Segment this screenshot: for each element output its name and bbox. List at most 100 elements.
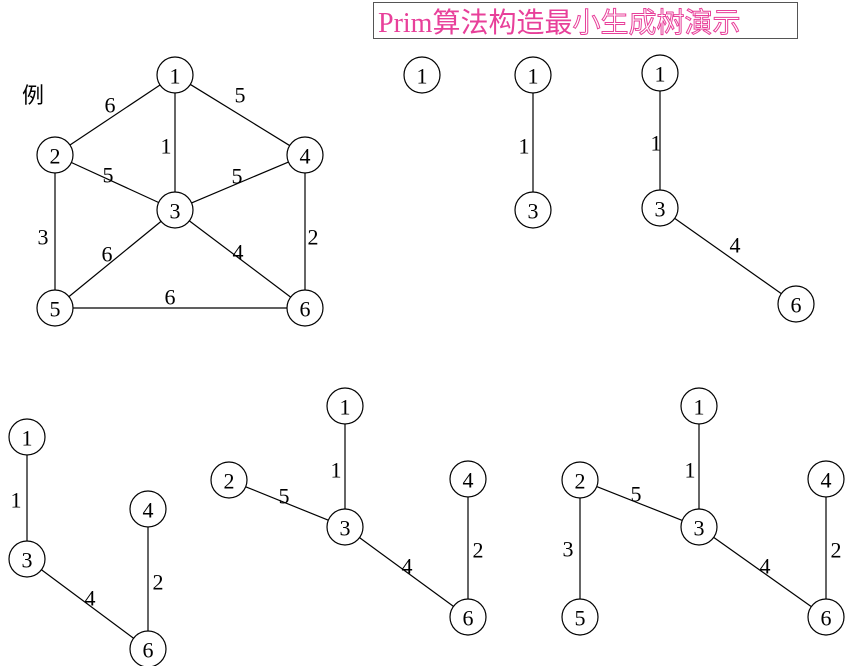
edge-weight-label: 2 — [153, 570, 164, 595]
edge-1-2 — [69, 84, 161, 146]
graph-step5: 1 5 4 2 1 2 3 4 6 — [210, 387, 487, 636]
edge-weight-label: 1 — [331, 458, 342, 483]
vertex-node-4 — [449, 460, 487, 498]
edge-3-4 — [191, 161, 289, 204]
edge-weight-label: 2 — [308, 225, 319, 250]
vertex-label: 3 — [528, 199, 539, 224]
vertex-label: 6 — [143, 638, 154, 663]
vertex-label: 6 — [300, 297, 311, 322]
vertex-label: 1 — [22, 426, 33, 451]
vertex-node-1 — [8, 418, 46, 456]
vertex-label: 6 — [821, 606, 832, 631]
vertex-node-5 — [36, 289, 74, 327]
vertex-node-2 — [210, 461, 248, 499]
graph-step6: 1 5 4 2 3 1 2 3 4 5 6 — [561, 387, 845, 636]
edge-3-6 — [674, 217, 782, 295]
vertex-node-6 — [286, 289, 324, 327]
vertex-label: 1 — [655, 62, 666, 87]
example-label: 例 — [22, 83, 45, 108]
edge-weight-label: 5 — [631, 482, 642, 507]
vertex-label: 6 — [463, 606, 474, 631]
vertex-node-1 — [680, 387, 718, 425]
vertex-node-1 — [514, 56, 552, 94]
vertex-node-6 — [129, 630, 167, 666]
edge-weight-label: 4 — [402, 554, 413, 579]
vertex-node-3 — [156, 191, 194, 229]
vertex-node-4 — [286, 136, 324, 174]
edge-weight-label: 5 — [279, 484, 290, 509]
vertex-node-6 — [777, 285, 815, 323]
edge-weight-label: 4 — [760, 554, 771, 579]
vertex-label: 1 — [170, 64, 181, 89]
vertex-label: 4 — [463, 468, 474, 493]
edge-weight-label: 4 — [85, 586, 96, 611]
edge-3-6 — [713, 536, 812, 608]
edge-weight-label: 1 — [11, 488, 22, 513]
edge-weight-label: 3 — [563, 537, 574, 562]
edge-2-3 — [245, 486, 329, 521]
graph-step1: 1 — [403, 56, 441, 94]
vertex-node-1 — [326, 387, 364, 425]
vertex-label: 3 — [340, 516, 351, 541]
edge-weight-label: 6 — [102, 242, 113, 267]
vertex-node-1 — [641, 54, 679, 92]
vertex-label: 3 — [170, 199, 181, 224]
graph-step2: 1 1 3 — [514, 56, 552, 229]
vertex-label: 6 — [791, 293, 802, 318]
vertex-node-2 — [36, 136, 74, 174]
edge-weight-label: 4 — [730, 233, 741, 258]
vertex-label: 3 — [694, 516, 705, 541]
vertex-node-1 — [403, 56, 441, 94]
edge-3-5 — [68, 220, 162, 298]
title-text-faded: 小生成树演示 — [572, 7, 741, 39]
edge-weight-label: 6 — [105, 93, 116, 118]
vertex-label: 4 — [821, 468, 832, 493]
graph-step3: 1 4 1 3 6 — [641, 54, 815, 323]
edge-weight-label: 5 — [235, 83, 246, 108]
edge-weight-label: 6 — [165, 285, 176, 310]
vertex-node-3 — [8, 540, 46, 578]
vertex-label: 1 — [340, 395, 351, 420]
vertex-node-4 — [807, 460, 845, 498]
vertex-node-3 — [680, 508, 718, 546]
edge-weight-label: 5 — [232, 164, 243, 189]
edge-weight-label: 1 — [519, 134, 530, 159]
edge-1-4 — [190, 83, 290, 147]
vertex-label: 4 — [300, 144, 311, 169]
edge-3-6 — [359, 537, 454, 607]
title-text: Prim算法构造最 — [378, 7, 573, 39]
edge-weight-label: 1 — [685, 458, 696, 483]
vertex-label: 3 — [655, 197, 666, 222]
vertex-label: 5 — [575, 606, 586, 631]
vertex-label: 2 — [50, 144, 61, 169]
vertex-node-1 — [156, 56, 194, 94]
vertex-label: 3 — [22, 548, 33, 573]
edge-weight-label: 4 — [233, 240, 244, 265]
vertex-node-3 — [641, 189, 679, 227]
vertex-label: 1 — [417, 64, 428, 89]
edge-weight-label: 1 — [161, 134, 172, 159]
vertex-label: 4 — [143, 498, 154, 523]
vertex-label: 2 — [575, 469, 586, 494]
vertex-node-5 — [561, 598, 599, 636]
graph-step4: 1 4 2 1 3 4 6 — [8, 418, 167, 666]
vertex-node-6 — [449, 598, 487, 636]
title-box: Prim算法构造最小生成树演示 — [373, 2, 798, 39]
edge-weight-label: 2 — [473, 538, 484, 563]
vertex-node-6 — [807, 598, 845, 636]
vertex-node-2 — [561, 461, 599, 499]
vertex-node-4 — [129, 490, 167, 528]
vertex-label: 1 — [528, 64, 539, 89]
edge-2-3 — [71, 161, 159, 204]
vertex-label: 2 — [224, 469, 235, 494]
edge-weight-label: 2 — [831, 538, 842, 563]
edge-weight-label: 3 — [38, 225, 49, 250]
edge-weight-label: 5 — [103, 163, 114, 188]
edge-3-6 — [41, 569, 134, 639]
edge-2-3 — [596, 486, 683, 521]
edge-weight-label: 1 — [651, 131, 662, 156]
vertex-node-3 — [326, 508, 364, 546]
vertex-label: 1 — [694, 395, 705, 420]
